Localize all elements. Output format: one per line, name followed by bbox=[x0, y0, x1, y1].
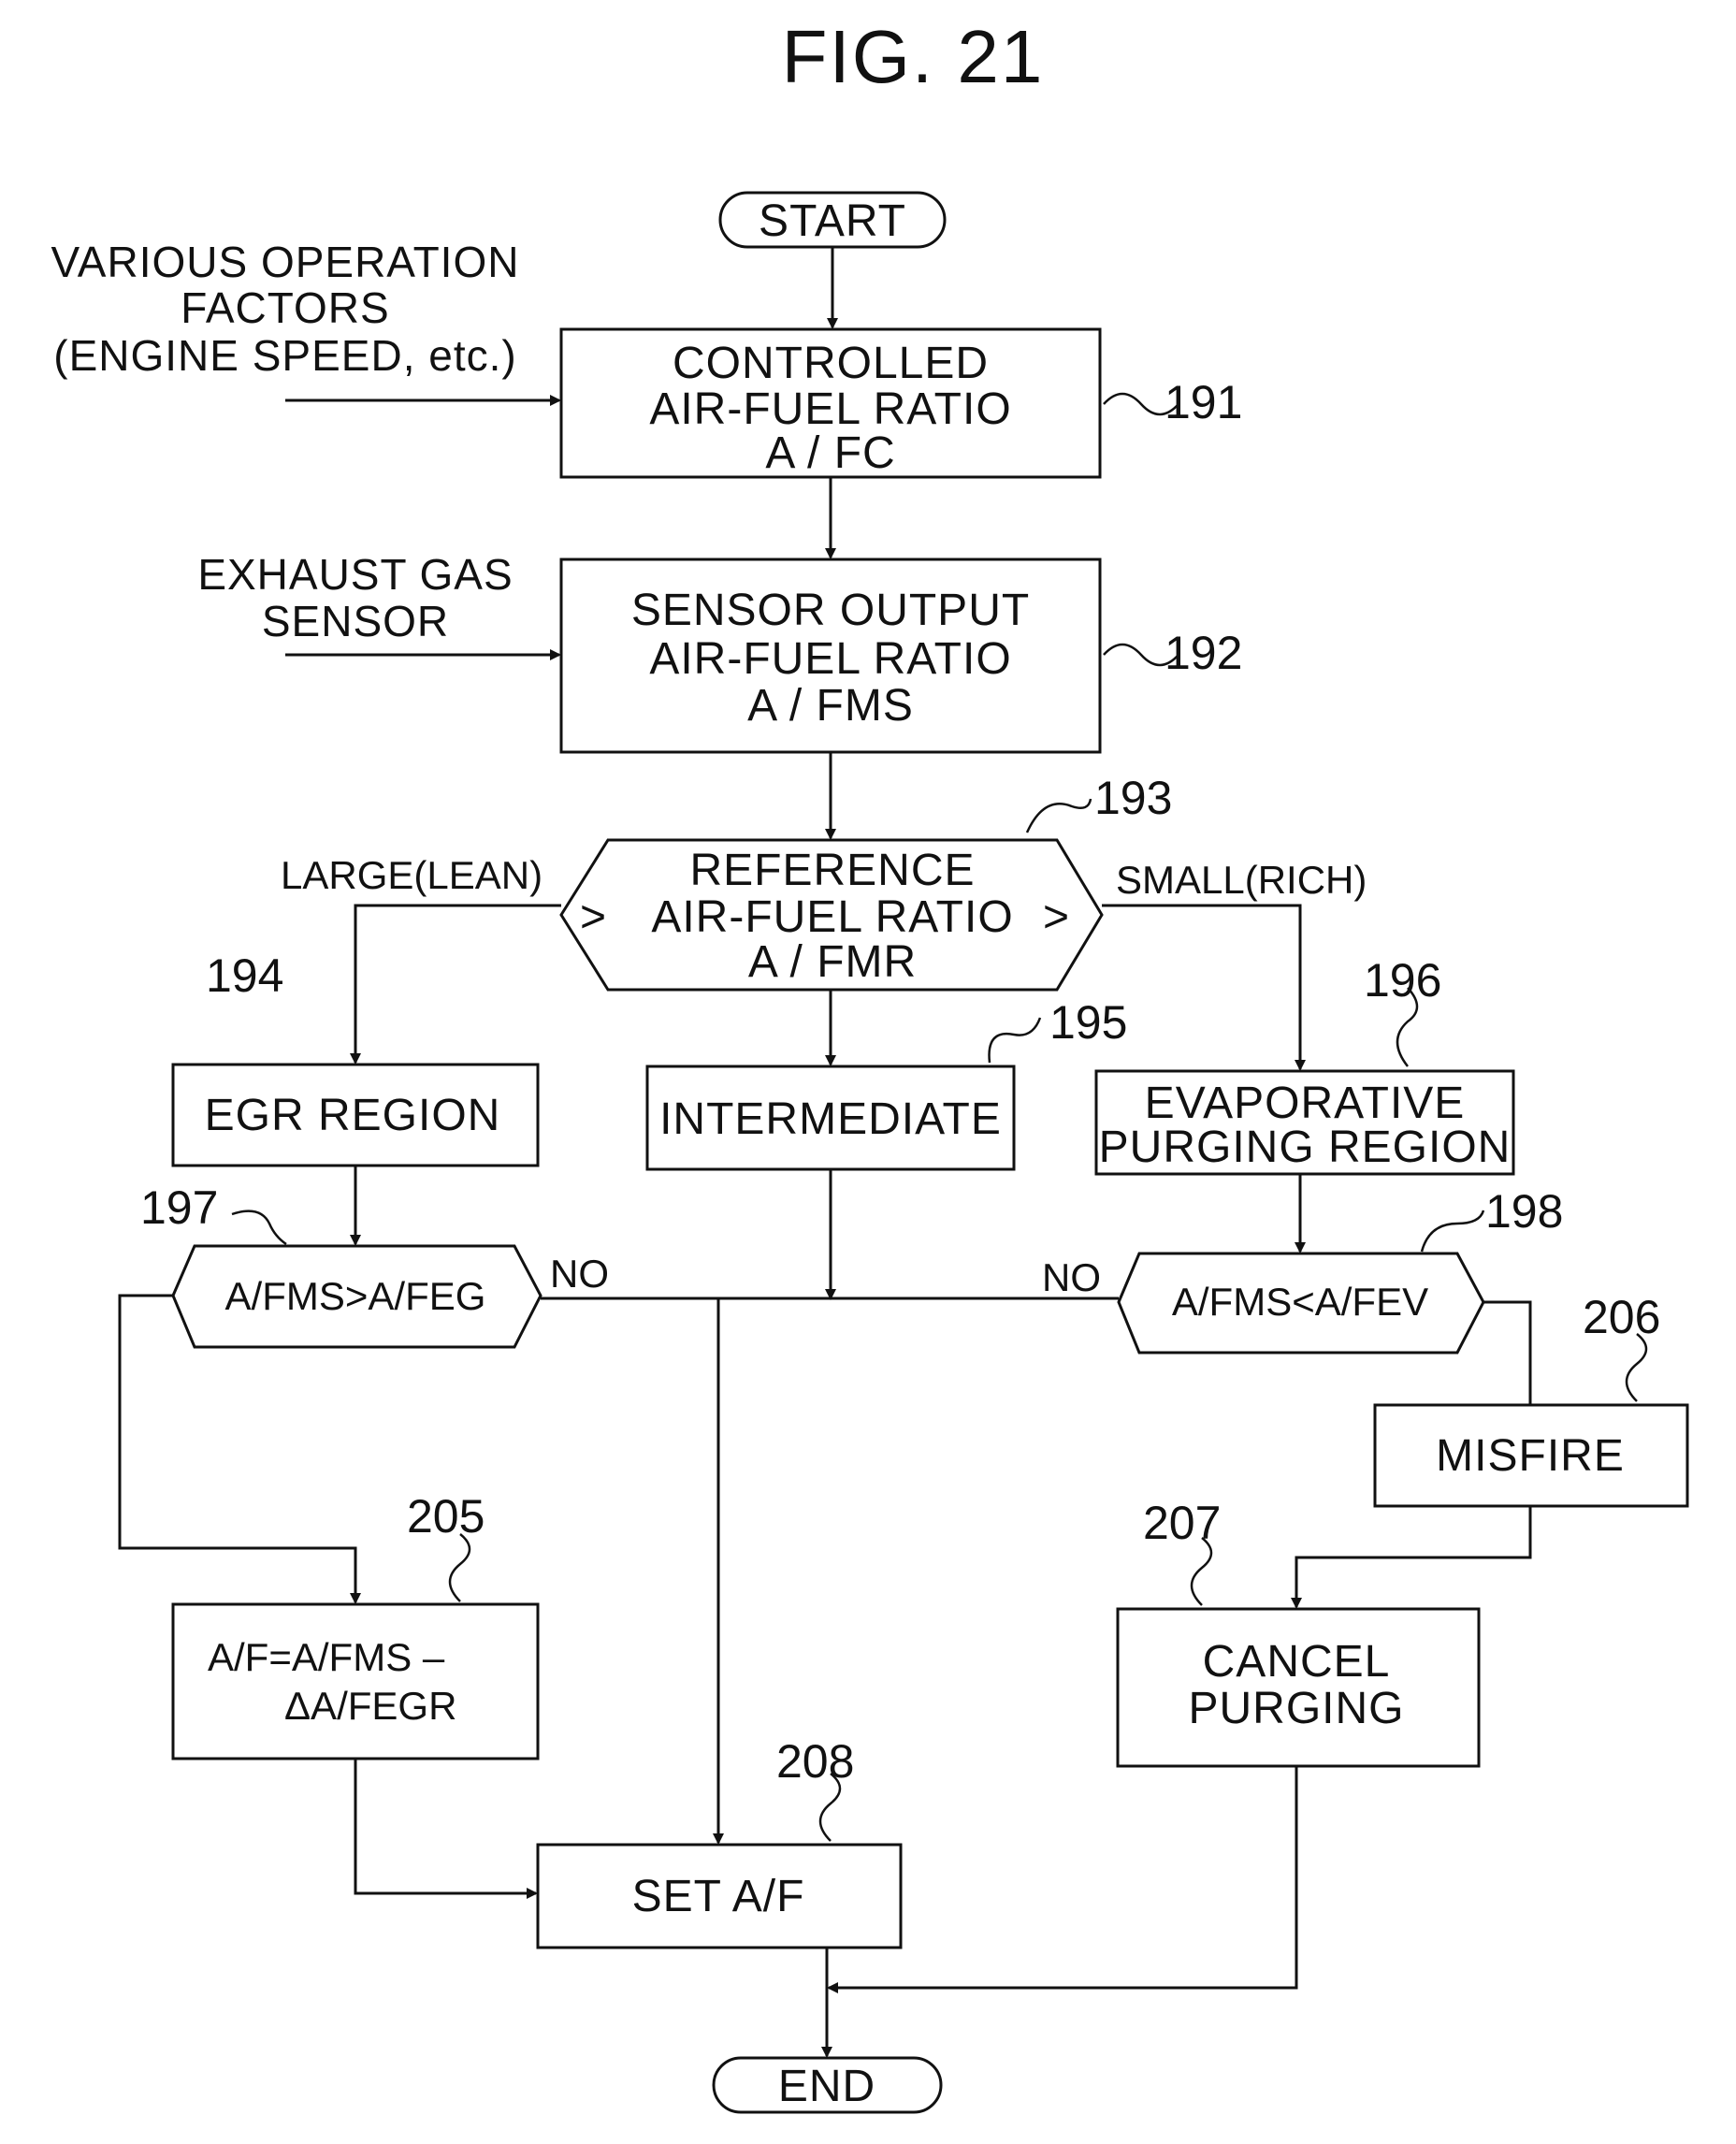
ref-192: 192 bbox=[1165, 627, 1242, 679]
connector-207-merge bbox=[827, 1766, 1298, 1993]
branch-label-large-lean: LARGE(LEAN) bbox=[281, 853, 542, 897]
block-198-evaporative-threshold-decision: A/FMS<A/FEV bbox=[1117, 1252, 1485, 1354]
block-205-line-2: ΔA/FEGR bbox=[284, 1684, 456, 1728]
block-191-line-2: AIR-FUEL RATIO bbox=[649, 384, 1011, 434]
block-192-line-1: SENSOR OUTPUT bbox=[631, 586, 1030, 635]
block-198-label: A/FMS<A/FEV bbox=[1172, 1280, 1428, 1324]
block-193-reference-air-fuel-ratio-decision: REFERENCE AIR-FUEL RATIO A / FMR > > bbox=[559, 838, 1104, 992]
block-195-label: INTERMEDIATE bbox=[659, 1094, 1002, 1144]
block-196-line-2: PURGING REGION bbox=[1099, 1123, 1512, 1172]
ref-194: 194 bbox=[206, 949, 283, 1002]
block-208-label: SET A/F bbox=[632, 1872, 805, 1921]
branch-label-small-rich: SMALL(RICH) bbox=[1116, 858, 1367, 902]
operation-factors-line-2: FACTORS bbox=[181, 283, 389, 332]
connector-206-207 bbox=[1291, 1506, 1532, 1609]
block-192-line-2: AIR-FUEL RATIO bbox=[649, 634, 1011, 684]
block-196-evaporative-purging-region: EVAPORATIVE PURGING REGION bbox=[1094, 1069, 1515, 1176]
ref-205: 205 bbox=[407, 1490, 485, 1543]
ref-191: 191 bbox=[1165, 376, 1242, 428]
end-label: END bbox=[778, 2062, 875, 2111]
ref-193-leader bbox=[1025, 798, 1092, 833]
block-191-controlled-air-fuel-ratio: CONTROLLED AIR-FUEL RATIO A / FC bbox=[559, 327, 1102, 479]
connector-197-205 bbox=[118, 1294, 361, 1604]
ref-198: 198 bbox=[1485, 1185, 1563, 1238]
exhaust-gas-line-1: EXHAUST GAS bbox=[197, 550, 513, 599]
operation-factors-input: VARIOUS OPERATION FACTORS (ENGINE SPEED,… bbox=[51, 238, 520, 380]
figure-title: FIG. 21 bbox=[782, 15, 1045, 98]
connector-193-194 bbox=[350, 904, 561, 1065]
block-191-line-1: CONTROLLED bbox=[673, 339, 989, 388]
block-194-label: EGR REGION bbox=[205, 1091, 501, 1140]
ref-195-leader bbox=[988, 1017, 1042, 1064]
ref-195: 195 bbox=[1049, 996, 1127, 1049]
ref-197-leader bbox=[231, 1210, 287, 1246]
block-195-intermediate: INTERMEDIATE bbox=[645, 1065, 1016, 1171]
exhaust-gas-sensor-input: EXHAUST GAS SENSOR bbox=[197, 550, 513, 645]
block-207-line-1: CANCEL bbox=[1203, 1637, 1391, 1687]
block-193-right-symbol: > bbox=[1043, 892, 1070, 942]
connector-193-196 bbox=[1102, 904, 1306, 1071]
start-terminal: START bbox=[718, 191, 947, 249]
block-205-air-fuel-egr-correction: A/F=A/FMS – ΔA/FEGR bbox=[171, 1602, 540, 1760]
block-206-label: MISFIRE bbox=[1436, 1431, 1625, 1481]
ref-206-leader bbox=[1625, 1333, 1648, 1402]
block-193-line-3: A / FMR bbox=[748, 937, 917, 987]
block-206-misfire: MISFIRE bbox=[1373, 1403, 1689, 1508]
ref-208: 208 bbox=[776, 1735, 854, 1788]
end-terminal: END bbox=[712, 2056, 943, 2114]
exhaust-gas-line-2: SENSOR bbox=[262, 597, 449, 645]
connector-198-206 bbox=[1483, 1300, 1532, 1405]
ref-192-leader bbox=[1103, 643, 1179, 667]
operation-factors-line-1: VARIOUS OPERATION bbox=[51, 238, 520, 286]
block-193-line-1: REFERENCE bbox=[689, 846, 975, 895]
block-197-egr-threshold-decision: A/FMS>A/FEG bbox=[171, 1244, 542, 1349]
block-192-sensor-output-air-fuel-ratio: SENSOR OUTPUT AIR-FUEL RATIO A / FMS bbox=[559, 558, 1102, 754]
block-207-line-2: PURGING bbox=[1188, 1684, 1404, 1733]
block-196-line-1: EVAPORATIVE bbox=[1145, 1079, 1466, 1128]
ref-207-leader bbox=[1190, 1537, 1213, 1606]
ref-207: 207 bbox=[1143, 1497, 1221, 1549]
ref-197: 197 bbox=[140, 1181, 218, 1234]
block-193-left-symbol: > bbox=[580, 892, 607, 942]
ref-191-leader bbox=[1103, 392, 1179, 416]
ref-206: 206 bbox=[1583, 1291, 1660, 1343]
operation-factors-line-3: (ENGINE SPEED, etc.) bbox=[53, 331, 516, 380]
branch-label-no-198: NO bbox=[1042, 1255, 1101, 1299]
ref-196: 196 bbox=[1364, 954, 1441, 1007]
block-208-set-air-fuel: SET A/F bbox=[536, 1843, 903, 1949]
ref-198-leader bbox=[1420, 1210, 1485, 1253]
block-193-line-2: AIR-FUEL RATIO bbox=[651, 892, 1013, 942]
start-label: START bbox=[759, 196, 906, 246]
flow-connectors bbox=[118, 247, 1532, 2058]
ref-193: 193 bbox=[1094, 772, 1172, 824]
block-207-cancel-purging: CANCEL PURGING bbox=[1116, 1607, 1481, 1768]
ref-208-leader bbox=[818, 1773, 842, 1842]
block-205-line-1: A/F=A/FMS – bbox=[208, 1635, 445, 1679]
block-194-egr-region: EGR REGION bbox=[171, 1063, 540, 1167]
block-191-line-3: A / FC bbox=[765, 428, 895, 478]
ref-205-leader bbox=[448, 1533, 471, 1602]
ref-196-leader bbox=[1396, 987, 1419, 1067]
block-192-line-3: A / FMS bbox=[747, 681, 914, 731]
block-197-label: A/FMS>A/FEG bbox=[225, 1274, 486, 1318]
branch-label-no-197: NO bbox=[550, 1252, 609, 1296]
connector-205-208 bbox=[354, 1759, 538, 1899]
